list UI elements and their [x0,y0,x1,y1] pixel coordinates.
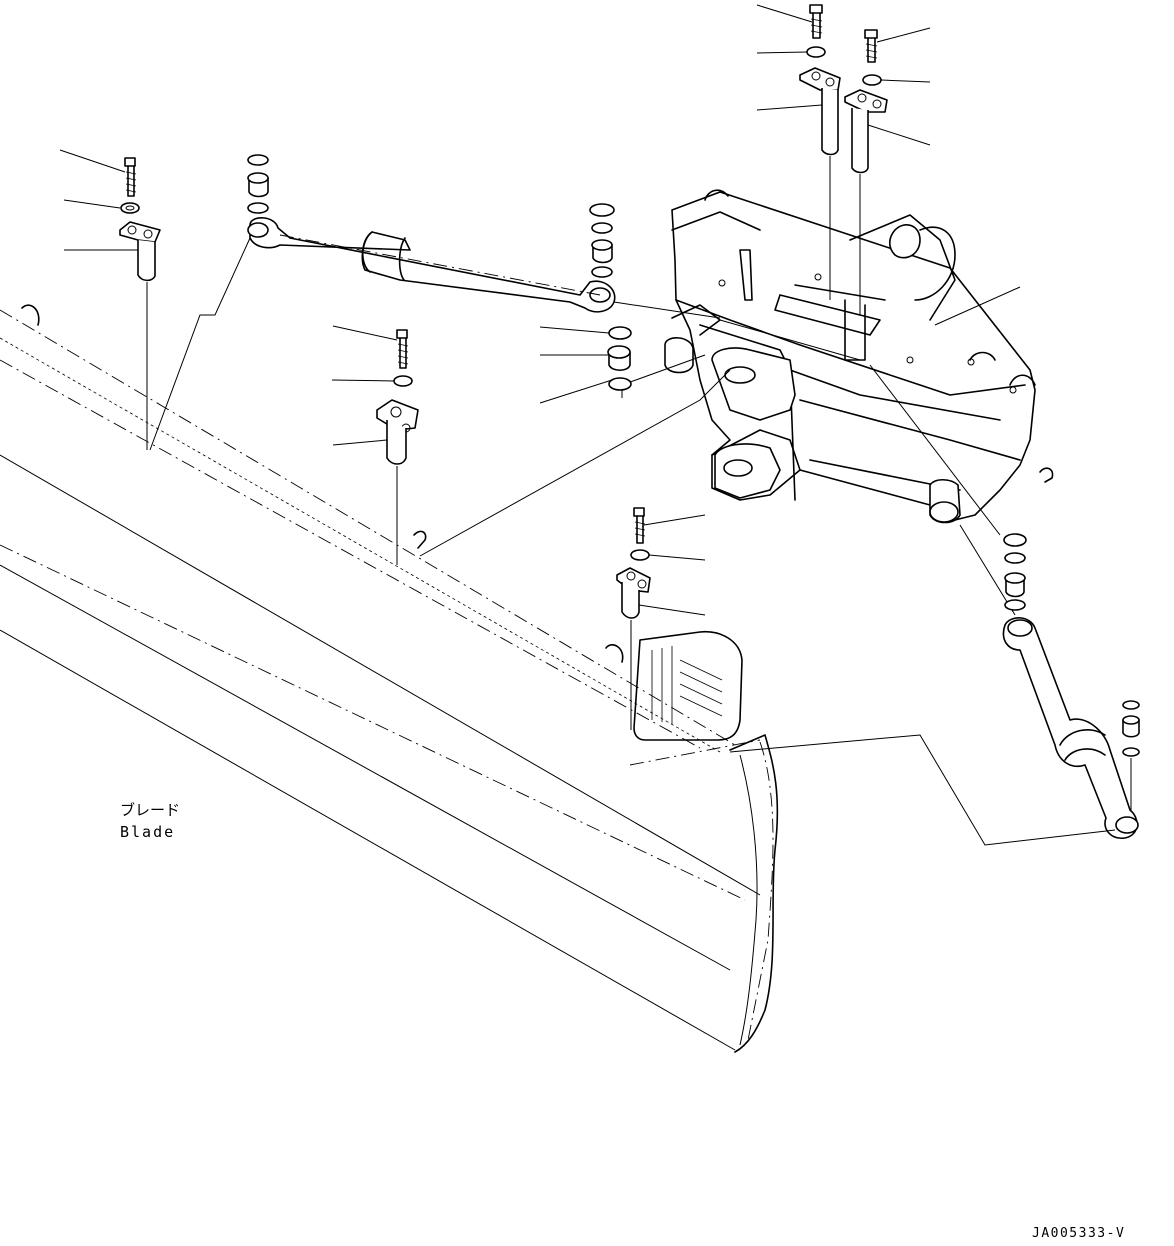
blade-label-jp: ブレード [120,801,180,819]
drawing-id: JA005333-V [1032,1226,1125,1241]
leader-lines [59,4,1021,616]
left-blade-cylinder [247,217,616,313]
right-blade-cylinder [1002,617,1139,839]
connection-lines [149,237,1116,846]
pin-set-middle [376,329,419,565]
pin-set-lower [616,507,651,730]
bushing-stack-mid-top [589,203,615,278]
pin-set-left [119,157,161,450]
bushing-stack-right [1122,700,1140,812]
pin-set-top [799,4,888,315]
blade-label-en: Blade [120,823,175,841]
blade [0,304,779,1053]
bushing-stack-mid [607,326,632,391]
bushing-stack-right-lower [1003,533,1027,611]
bushing-stack-left [247,154,269,214]
blade-frame [664,189,1054,524]
